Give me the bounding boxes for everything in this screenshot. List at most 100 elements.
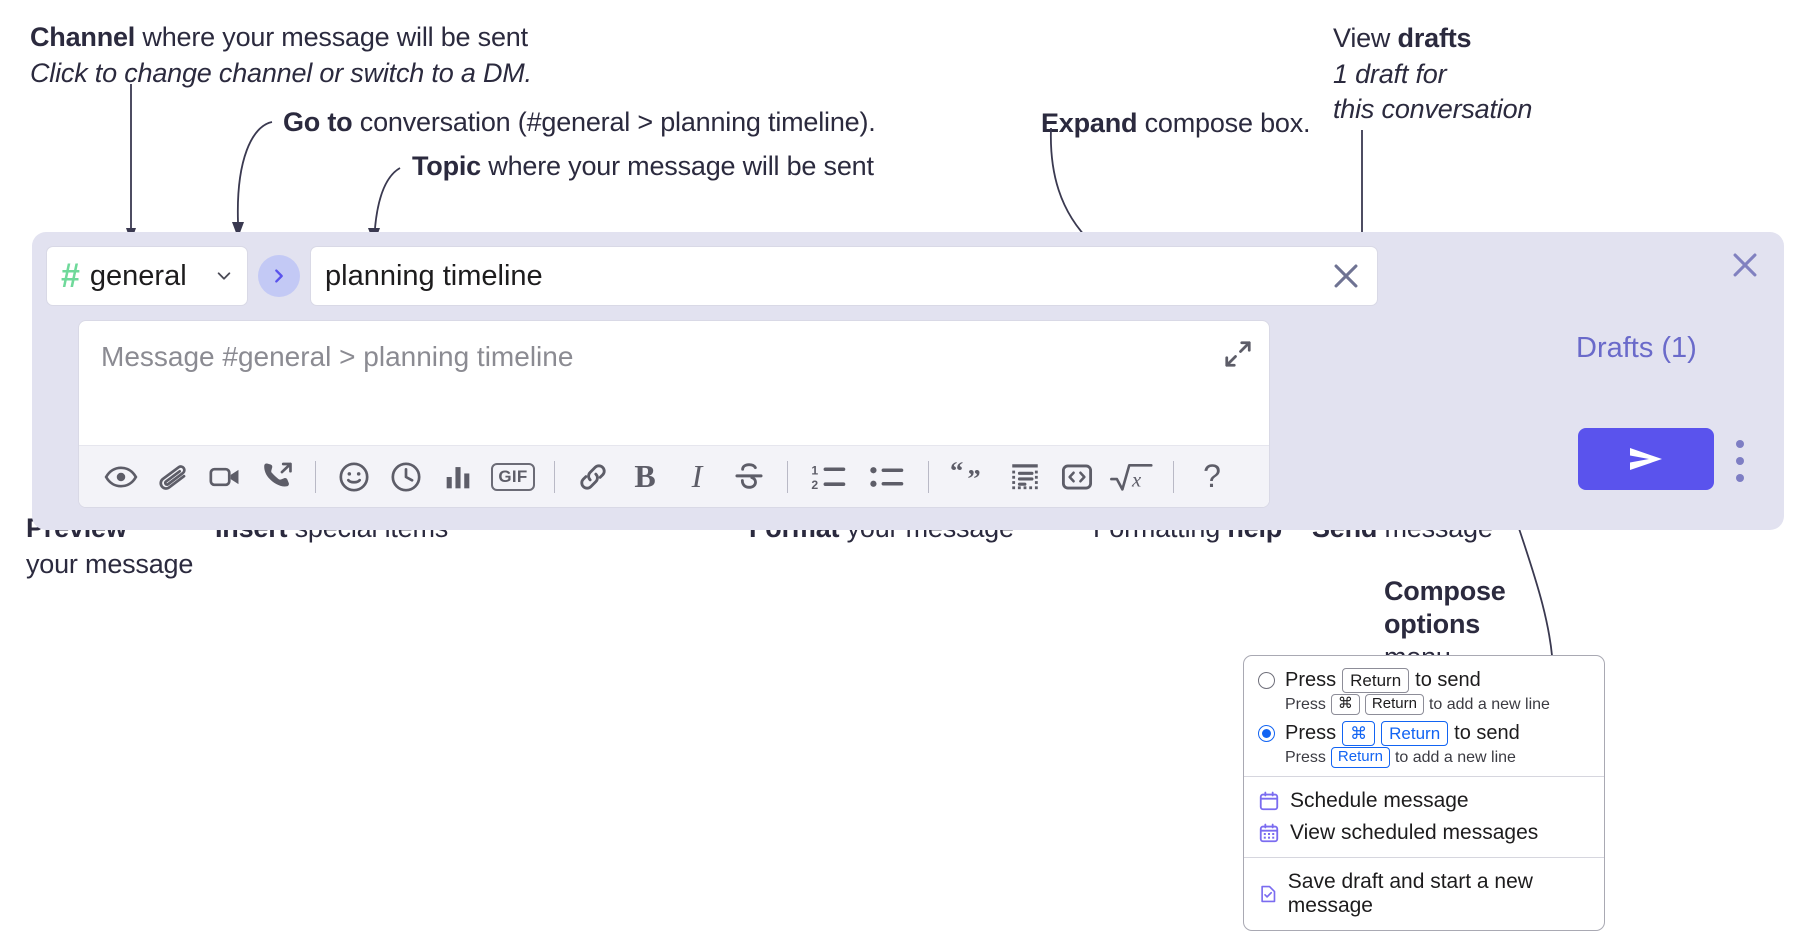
menu-option-cmd-return-subtext: Press Return to add a new line (1244, 747, 1604, 768)
emoji-icon[interactable] (328, 451, 380, 503)
annotation-compose-options-bold-2: options (1384, 608, 1481, 639)
option1-post: to send (1415, 669, 1481, 692)
annotation-expand-bold: Expand (1041, 108, 1138, 138)
gif-icon[interactable]: GIF (484, 451, 542, 503)
menu-divider (1244, 857, 1604, 858)
svg-text:x: x (1131, 469, 1141, 491)
menu-option-return-subtext: Press ⌘ Return to add a new line (1244, 694, 1604, 715)
bold-label: B (634, 458, 656, 494)
gif-label: GIF (491, 462, 535, 491)
bold-icon[interactable]: B (619, 451, 671, 503)
close-icon[interactable] (1329, 259, 1363, 293)
close-icon[interactable] (1728, 248, 1762, 282)
formatting-toolbar: GIF B I (79, 445, 1269, 507)
send-button[interactable] (1578, 428, 1714, 490)
svg-text:2: 2 (811, 478, 818, 492)
toolbar-separator (1173, 460, 1174, 493)
topic-input-field[interactable]: planning timeline (310, 246, 1378, 306)
go-to-conversation-button[interactable] (258, 255, 300, 297)
message-placeholder: Message #general > planning timeline (101, 341, 574, 372)
drafts-send-panel: Drafts (1) (1560, 232, 1784, 530)
message-input-box[interactable]: Message #general > planning timeline (78, 320, 1270, 508)
option1-pre: Press (1285, 669, 1337, 692)
menu-item-label: View scheduled messages (1290, 821, 1539, 844)
clock-icon[interactable] (380, 451, 432, 503)
toolbar-separator (315, 460, 316, 493)
svg-text:”: ” (967, 463, 980, 493)
annotation-drafts-bold: drafts (1397, 23, 1472, 53)
option1-sub-key-return: Return (1364, 694, 1424, 715)
code-block-icon[interactable] (999, 451, 1051, 503)
italic-icon[interactable]: I (671, 451, 723, 503)
attachment-icon[interactable] (147, 451, 199, 503)
option2-post: to send (1454, 722, 1520, 745)
calendar-schedule-icon (1259, 791, 1279, 811)
strikethrough-icon[interactable] (723, 451, 775, 503)
menu-option-cmd-return-to-send[interactable]: Press ⌘ Return to send (1244, 719, 1604, 748)
math-icon[interactable]: x (1103, 451, 1161, 503)
annotation-channel-rest: where your message will be sent (135, 22, 528, 52)
ordered-list-icon[interactable]: 1 2 (800, 451, 858, 503)
annotation-goto: Go to conversation (#general > planning … (283, 105, 876, 141)
annotation-channel: Channel where your message will be sent … (30, 20, 532, 91)
menu-item-label: Save draft and start a new message (1287, 870, 1533, 917)
option2-key-return: Return (1381, 721, 1449, 747)
annotation-drafts-italic-1: 1 draft for (1333, 58, 1447, 89)
save-draft-icon (1261, 885, 1276, 903)
option2-pre: Press (1285, 722, 1337, 745)
annotation-expand: Expand compose box. (1041, 106, 1311, 142)
annotation-compose-options-bold-1: Compose (1384, 576, 1506, 606)
menu-item-schedule-message[interactable]: Schedule message (1244, 785, 1604, 817)
menu-item-save-draft[interactable]: Save draft and start a new message (1244, 866, 1604, 922)
menu-item-view-scheduled-messages[interactable]: View scheduled messages (1244, 817, 1604, 849)
radio-unselected-icon[interactable] (1258, 672, 1275, 690)
compose-box: # general planning timeline (32, 232, 1784, 530)
toolbar-separator (787, 460, 788, 493)
huddle-icon[interactable] (251, 451, 303, 503)
help-label: ? (1203, 458, 1221, 494)
annotation-goto-rest: conversation (#general > planning timeli… (352, 107, 876, 137)
calendar-grid-icon (1259, 823, 1279, 843)
radio-selected-icon[interactable] (1258, 725, 1275, 743)
channel-selector-button[interactable]: # general (46, 246, 248, 306)
annotation-topic-bold: Topic (412, 151, 481, 181)
option2-sub-post: to add a new line (1394, 748, 1516, 766)
drafts-link[interactable]: Drafts (1) (1576, 332, 1697, 364)
expand-diagonal-icon[interactable] (1223, 339, 1253, 369)
option1-sub-post: to add a new line (1428, 695, 1550, 713)
blockquote-icon[interactable]: “ ” (941, 451, 999, 503)
option2-sub-pre: Press (1285, 748, 1326, 766)
option1-sub-key-cmd: ⌘ (1330, 694, 1360, 715)
poll-icon[interactable] (432, 451, 484, 503)
annotation-expand-rest: compose box. (1137, 108, 1311, 138)
svg-text:1: 1 (811, 463, 818, 477)
topic-value: planning timeline (325, 259, 543, 292)
option1-sub-pre: Press (1285, 695, 1326, 713)
option1-key: Return (1342, 668, 1410, 694)
menu-option-return-to-send[interactable]: Press Return to send (1244, 666, 1604, 695)
channel-name-label: general (89, 259, 187, 292)
code-icon[interactable] (1051, 451, 1103, 503)
bulleted-list-icon[interactable] (858, 451, 916, 503)
chevron-right-icon (275, 269, 283, 283)
compose-main-area: # general planning timeline (32, 232, 1560, 530)
help-icon[interactable]: ? (1186, 451, 1238, 503)
preview-icon[interactable] (95, 451, 147, 503)
menu-item-label: Schedule message (1290, 789, 1469, 812)
toolbar-separator (554, 460, 555, 493)
compose-options-menu: Press Return to send Press ⌘ Return to a… (1243, 655, 1605, 931)
italic-label: I (691, 458, 703, 494)
toolbar-separator (928, 460, 929, 493)
more-options-vertical-icon[interactable] (1736, 440, 1746, 482)
annotation-topic: Topic where your message will be sent (412, 149, 874, 185)
annotation-drafts-lead: View (1333, 23, 1398, 53)
video-icon[interactable] (199, 451, 251, 503)
link-icon[interactable] (567, 451, 619, 503)
option2-sub-key: Return (1330, 747, 1390, 768)
annotation-drafts-italic-2: this conversation (1333, 94, 1533, 125)
send-paper-plane-icon (1630, 448, 1662, 470)
chevron-down-icon (217, 272, 231, 280)
annotation-drafts: View drafts 1 draft for this conversatio… (1333, 21, 1532, 128)
hash-icon: # (61, 257, 80, 295)
